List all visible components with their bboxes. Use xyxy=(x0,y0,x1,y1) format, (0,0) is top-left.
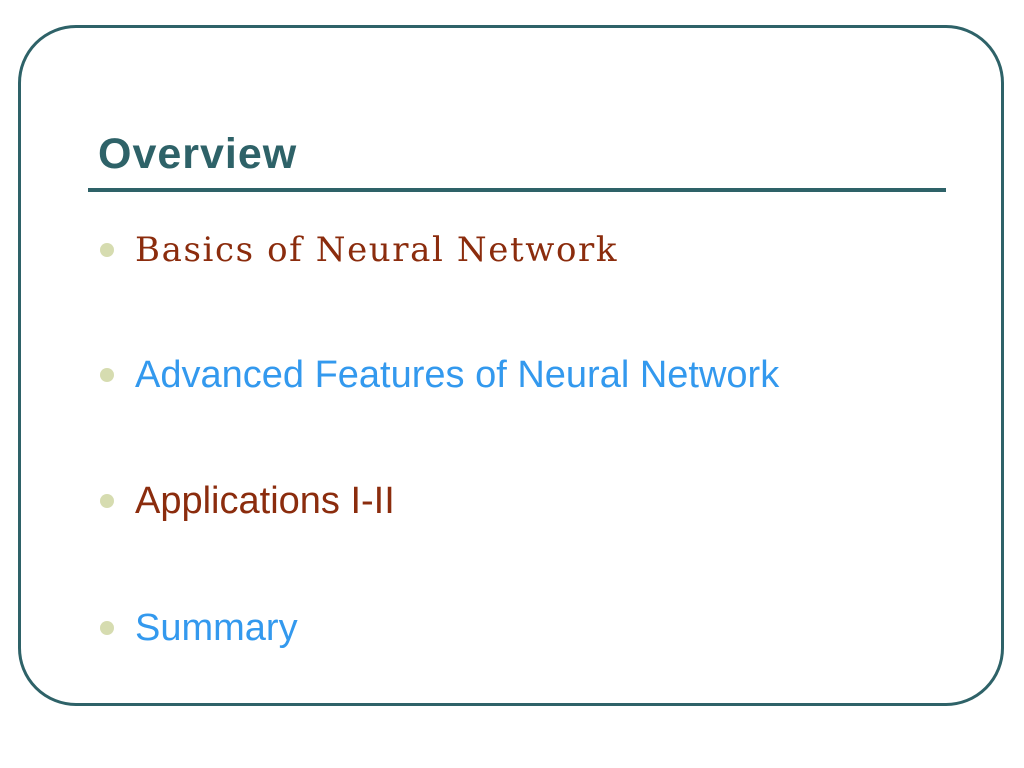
title-underline xyxy=(88,188,946,192)
bullet-dot-icon xyxy=(100,494,114,508)
bullet-dot-icon xyxy=(100,368,114,382)
bullet-text: Advanced Features of Neural Network xyxy=(135,354,780,396)
bullet-text: Basics of Neural Network xyxy=(135,230,619,270)
bullet-dot-icon xyxy=(100,243,114,257)
bullet-dot-icon xyxy=(100,621,114,635)
bullet-text: Summary xyxy=(135,607,298,649)
bullet-text: Applications I-II xyxy=(135,480,395,522)
slide-title: Overview xyxy=(98,130,298,178)
slide-frame xyxy=(18,25,1004,706)
